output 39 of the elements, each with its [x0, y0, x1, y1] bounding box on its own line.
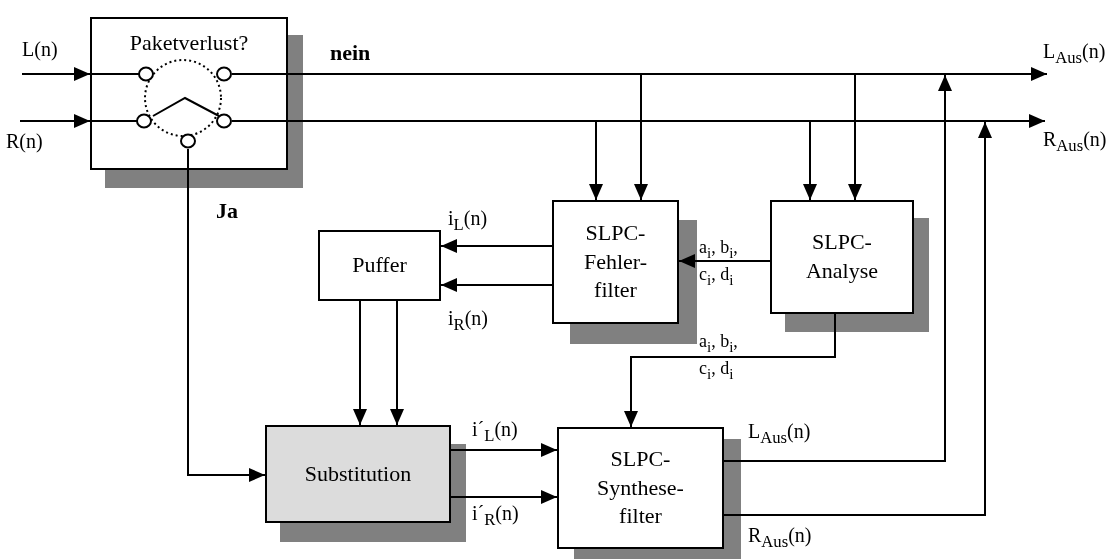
process-box: [770, 200, 914, 314]
arrow: [21, 67, 91, 81]
branch-label: nein: [330, 40, 371, 66]
edge-label: i´$_{R}$(n): [472, 501, 519, 531]
node-label: Substitution: [303, 459, 413, 488]
edge-label: R$_{Aus}$(n): [748, 523, 812, 553]
edge-label: L(n): [22, 37, 58, 62]
edge-label: i$_{R}$(n): [448, 306, 488, 336]
process-box: [318, 230, 441, 301]
node-label: SLPC- Analyse: [804, 228, 880, 285]
arrow: [624, 313, 836, 428]
arrow: [723, 121, 992, 516]
node-label: Puffer: [351, 251, 408, 280]
arrow: [450, 490, 558, 504]
edge-label: L$_{Aus}$(n): [1043, 39, 1106, 69]
edge-label: R(n): [6, 129, 43, 154]
arrow: [19, 114, 91, 128]
arrow: [678, 254, 771, 268]
arrow: [440, 278, 553, 292]
node-label: SLPC- Fehler- filter: [582, 219, 649, 305]
decision-box: [90, 17, 288, 170]
arrow: [353, 300, 367, 426]
node-label: Paketverlust?: [129, 29, 249, 57]
edge-label: i´$_{L}$(n): [472, 417, 518, 447]
edge-label: L$_{Aus}$(n): [748, 419, 811, 449]
edge-label: i$_{L}$(n): [448, 206, 488, 236]
edge-label: a$_{i}$, b$_{i}$, c$_{i}$, d$_{i}$: [699, 330, 739, 384]
branch-label: Ja: [216, 198, 238, 224]
node-label: SLPC- Synthese- filter: [596, 445, 685, 531]
process-box: [552, 200, 679, 324]
edge-label: R$_{Aus}$(n): [1043, 127, 1106, 157]
process-box: [557, 427, 724, 549]
arrow: [450, 443, 558, 457]
process-box: [265, 425, 451, 523]
edge-label: a$_{i}$, b$_{i}$, c$_{i}$, d$_{i}$: [699, 236, 739, 290]
arrow: [723, 74, 952, 462]
arrow: [187, 169, 266, 482]
arrow: [440, 239, 553, 253]
arrow: [390, 300, 404, 426]
